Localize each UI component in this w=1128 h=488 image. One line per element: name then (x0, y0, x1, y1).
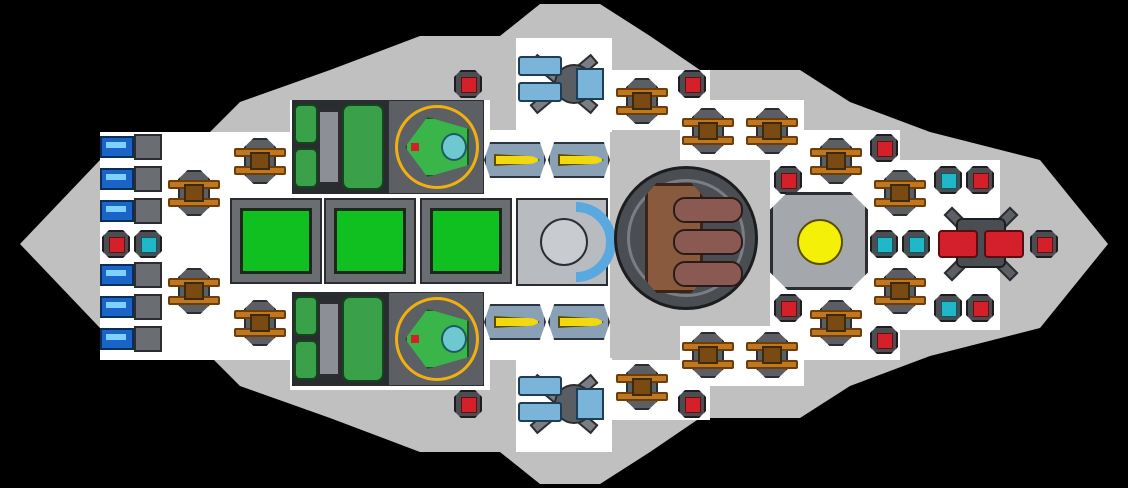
red-node-icon (774, 294, 802, 322)
room-icon (230, 198, 322, 284)
orange-gun-icon (680, 328, 736, 382)
orange-gun-icon (166, 264, 222, 318)
red-node-icon (774, 166, 802, 194)
orange-gun-icon (614, 360, 670, 414)
room-icon (324, 198, 416, 284)
red-node-icon (1030, 230, 1058, 258)
orange-gun-icon (808, 296, 864, 350)
thruster-icon (516, 358, 612, 450)
orange-gun-icon (680, 104, 736, 158)
red-node-icon (678, 70, 706, 98)
orange-gun-icon (232, 296, 288, 350)
laser-icon (484, 300, 546, 344)
red-node-icon (454, 390, 482, 418)
fuel-tank-icon (292, 292, 388, 386)
orange-gun-icon (808, 134, 864, 188)
reactor-icon (614, 166, 758, 310)
power-orb-icon (770, 192, 868, 290)
thruster-icon (516, 38, 612, 130)
ship-emblem-icon (388, 292, 484, 386)
cyan-node-icon (902, 230, 930, 258)
red-node-icon (102, 230, 130, 258)
orange-gun-icon (614, 74, 670, 128)
cyan-node-icon (870, 230, 898, 258)
cyan-node-icon (134, 230, 162, 258)
orange-gun-icon (744, 104, 800, 158)
battery-icon (100, 262, 162, 288)
red-node-icon (966, 294, 994, 322)
orange-gun-icon (872, 264, 928, 318)
cyan-node-icon (934, 294, 962, 322)
engine-icon (932, 196, 1030, 292)
orange-gun-icon (872, 166, 928, 220)
fuel-tank-icon (292, 100, 388, 194)
orange-gun-icon (232, 134, 288, 188)
laser-icon (484, 138, 546, 182)
laser-icon (548, 138, 610, 182)
room-icon (420, 198, 512, 284)
red-node-icon (454, 70, 482, 98)
red-node-icon (678, 390, 706, 418)
shield-icon (516, 198, 616, 286)
battery-icon (100, 294, 162, 320)
battery-icon (100, 166, 162, 192)
battery-icon (100, 198, 162, 224)
orange-gun-icon (744, 328, 800, 382)
laser-icon (548, 300, 610, 344)
red-node-icon (870, 134, 898, 162)
battery-icon (100, 134, 162, 160)
battery-icon (100, 326, 162, 352)
red-node-icon (966, 166, 994, 194)
orange-gun-icon (166, 166, 222, 220)
red-node-icon (870, 326, 898, 354)
ship-emblem-icon (388, 100, 484, 194)
cyan-node-icon (934, 166, 962, 194)
